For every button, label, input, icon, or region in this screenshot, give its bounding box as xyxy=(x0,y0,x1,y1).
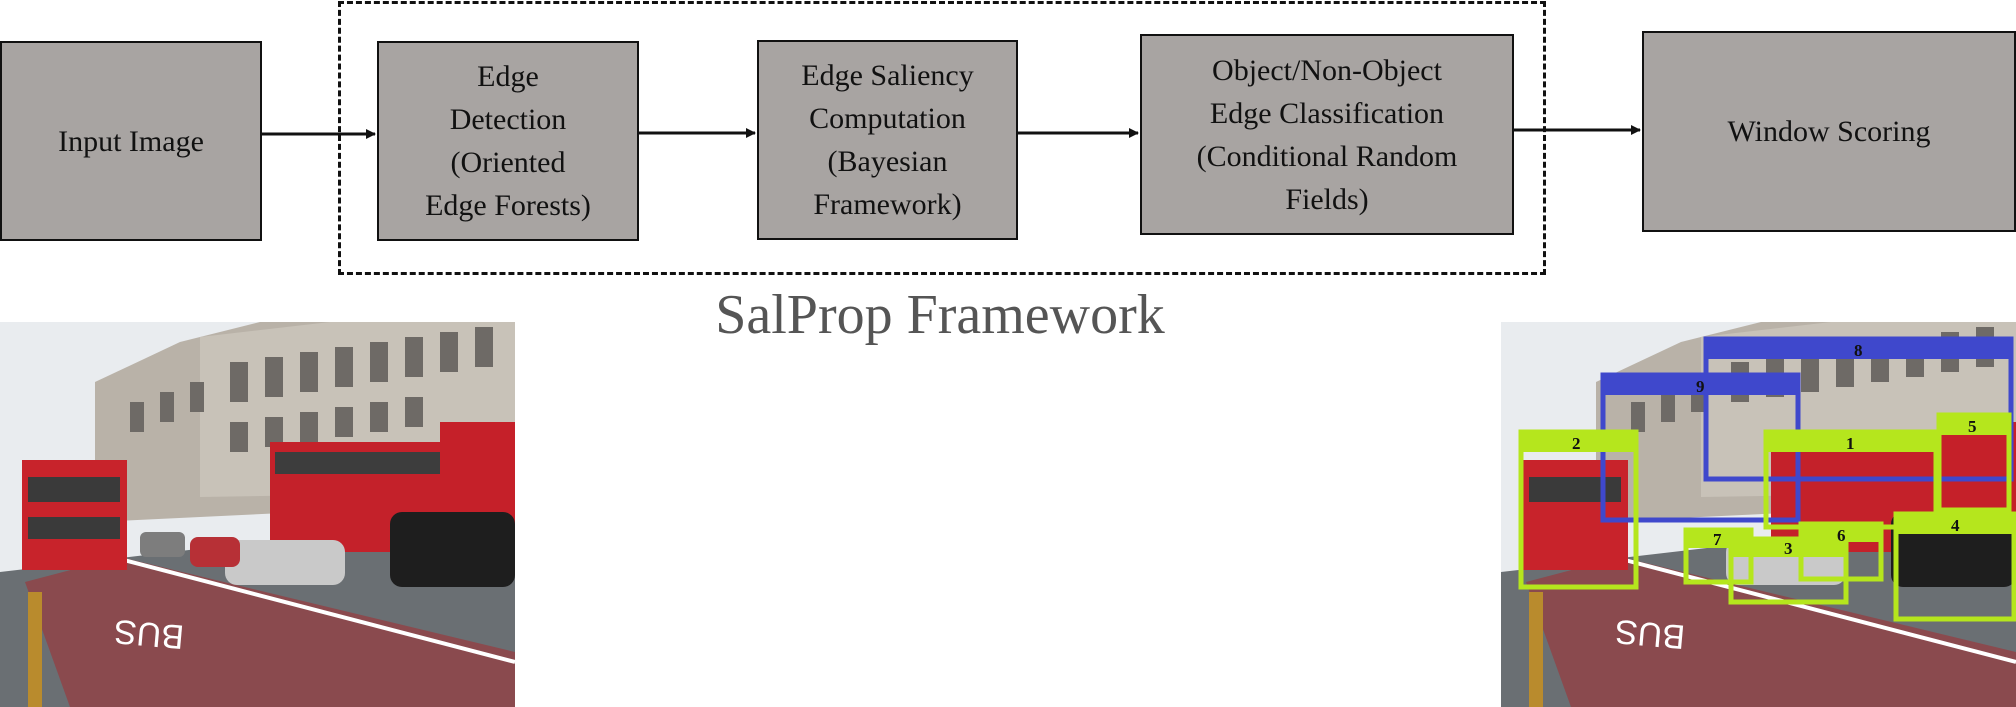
detection-label-4: 4 xyxy=(1951,516,1960,535)
input-street-photo: BUS xyxy=(0,322,515,707)
detection-box-5 xyxy=(1936,412,2012,513)
detection-label-1: 1 xyxy=(1846,434,1855,453)
edge-classification-box: Object/Non-Object Edge Classification (C… xyxy=(1140,34,1514,235)
svg-text:BUS: BUS xyxy=(1614,612,1687,656)
framework-label: SalProp Framework xyxy=(715,284,1165,346)
svg-text:BUS: BUS xyxy=(113,612,186,656)
detection-box-2 xyxy=(1518,429,1639,590)
detection-label-2: 2 xyxy=(1572,434,1581,453)
input-image-box: Input Image xyxy=(0,41,262,241)
window-scoring-box: Window Scoring xyxy=(1642,31,2016,232)
detection-label-9: 9 xyxy=(1696,377,1705,396)
edge-detection-box: Edge Detection (Oriented Edge Forests) xyxy=(377,41,639,241)
detection-box-8 xyxy=(1703,336,2014,482)
detection-label-3: 3 xyxy=(1784,539,1793,558)
edge-saliency-box: Edge Saliency Computation (Bayesian Fram… xyxy=(757,40,1018,240)
pipeline-arrows xyxy=(262,125,1641,139)
detection-box-4 xyxy=(1893,511,2016,622)
salprop-framework-container xyxy=(338,1,1546,275)
detection-label-8: 8 xyxy=(1854,341,1863,360)
detection-label-5: 5 xyxy=(1968,417,1977,436)
detection-label-6: 6 xyxy=(1837,526,1846,545)
detection-street-photo: BUS 8 xyxy=(1501,322,2016,707)
detection-box-3 xyxy=(1728,536,1849,605)
detection-label-7: 7 xyxy=(1713,530,1722,549)
